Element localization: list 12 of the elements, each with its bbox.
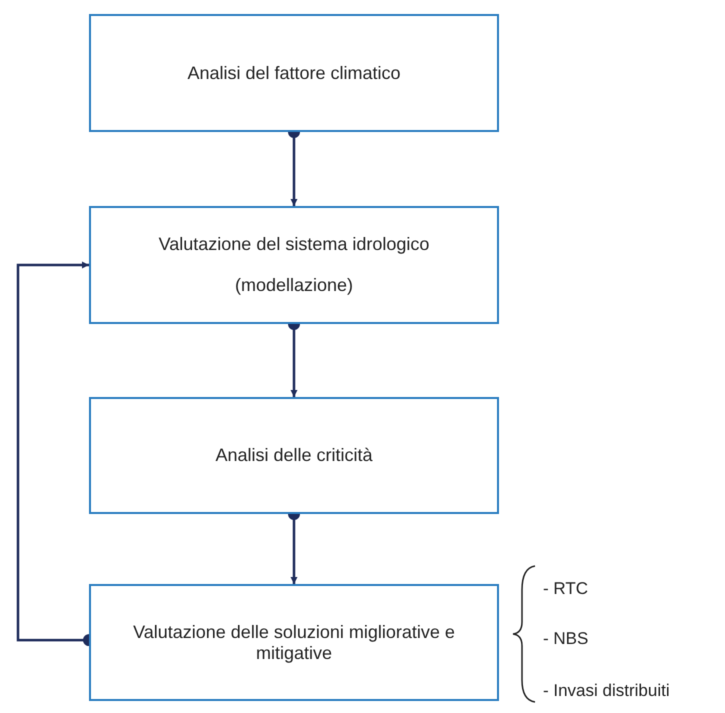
box-text: (modellazione) <box>234 275 354 296</box>
process-box <box>89 206 499 324</box>
box-text: Valutazione delle soluzioni migliorative e mitigative <box>132 622 456 664</box>
box-text: Analisi del fattore climatico <box>187 62 401 84</box>
list-item: - RTC <box>543 579 588 599</box>
process-box <box>89 397 499 514</box>
box-text: Valutazione del sistema idrologico <box>158 234 430 255</box>
process-box <box>89 14 499 132</box>
list-item: - Invasi distribuiti <box>543 681 670 701</box>
list-item: - NBS <box>543 629 588 649</box>
box-text: Analisi delle criticità <box>215 445 373 466</box>
process-box <box>89 584 499 701</box>
